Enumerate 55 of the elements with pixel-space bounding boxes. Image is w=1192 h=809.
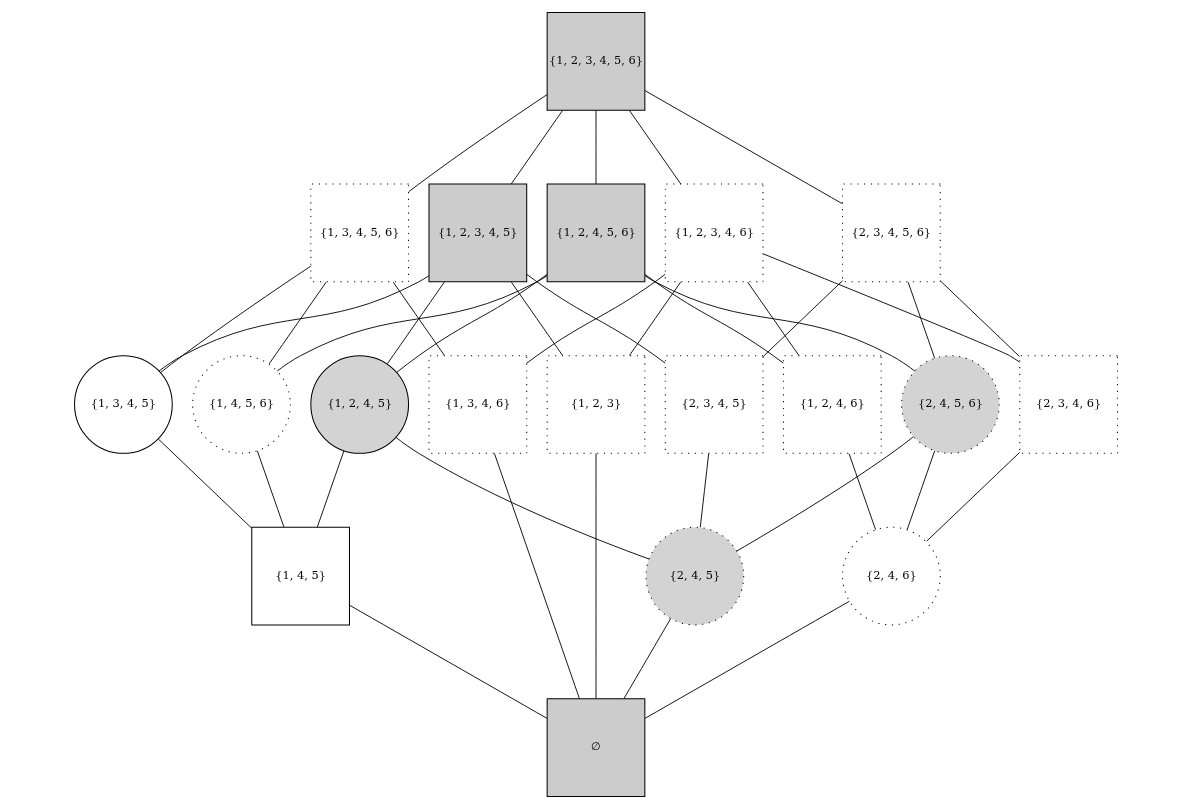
- connector: [510, 110, 563, 185]
- node-box: {1, 4, 5}: [251, 526, 350, 626]
- node-box: {1, 2, 4, 6}: [782, 355, 882, 454]
- node-box: {2, 3, 4, 6}: [1019, 355, 1118, 454]
- connector: [644, 90, 843, 205]
- node-circle: {2, 4, 5, 6}: [901, 355, 1000, 454]
- node-box: {1, 2, 3, 4, 5}: [428, 183, 528, 283]
- connector: [644, 600, 850, 719]
- node-box: ∅: [546, 698, 646, 797]
- node-circle: {1, 3, 4, 5}: [74, 355, 173, 454]
- node-circle: {2, 4, 6}: [842, 526, 941, 626]
- connector: [276, 275, 548, 372]
- connector: [644, 273, 784, 364]
- connector: [157, 438, 253, 529]
- connector: [699, 453, 710, 528]
- node-circle: {2, 4, 5}: [645, 526, 745, 626]
- connector: [848, 453, 877, 531]
- node-box: {2, 3, 4, 5, 6}: [842, 183, 941, 283]
- connector: [268, 281, 327, 365]
- connector: [623, 618, 672, 700]
- node-circle: {1, 2, 4, 5}: [310, 355, 410, 454]
- connector: [762, 280, 843, 357]
- connector: [526, 273, 666, 364]
- connector: [493, 452, 580, 699]
- node-box: {2, 3, 4, 5}: [664, 355, 764, 454]
- node-box: {1, 3, 4, 6}: [428, 355, 528, 454]
- connector: [386, 281, 445, 365]
- connector: [595, 110, 597, 185]
- connector: [256, 450, 285, 528]
- connector: [939, 280, 1020, 357]
- connector: [747, 281, 800, 356]
- connector: [510, 281, 564, 356]
- connector: [396, 273, 548, 373]
- connector: [158, 275, 430, 372]
- connector: [628, 281, 682, 356]
- connector: [349, 604, 548, 719]
- connector: [736, 436, 914, 552]
- node-circle: {1, 4, 5, 6}: [192, 355, 291, 454]
- connector: [316, 450, 345, 528]
- connector: [395, 437, 650, 560]
- node-box: {1, 2, 4, 5, 6}: [546, 183, 646, 283]
- node-box: {1, 2, 3, 4, 6}: [664, 183, 764, 283]
- connector: [595, 452, 597, 699]
- node-box: {1, 2, 3}: [546, 355, 646, 454]
- connector: [762, 253, 1021, 363]
- connector: [629, 110, 682, 185]
- connector: [160, 265, 312, 374]
- connector: [644, 275, 916, 372]
- connector: [408, 94, 548, 193]
- connector: [907, 281, 936, 359]
- node-box: {1, 2, 3, 4, 5, 6}: [546, 12, 646, 111]
- connector: [392, 281, 445, 356]
- connector: [926, 451, 1021, 542]
- connector: [906, 450, 936, 531]
- node-box: {1, 3, 4, 5, 6}: [310, 183, 410, 283]
